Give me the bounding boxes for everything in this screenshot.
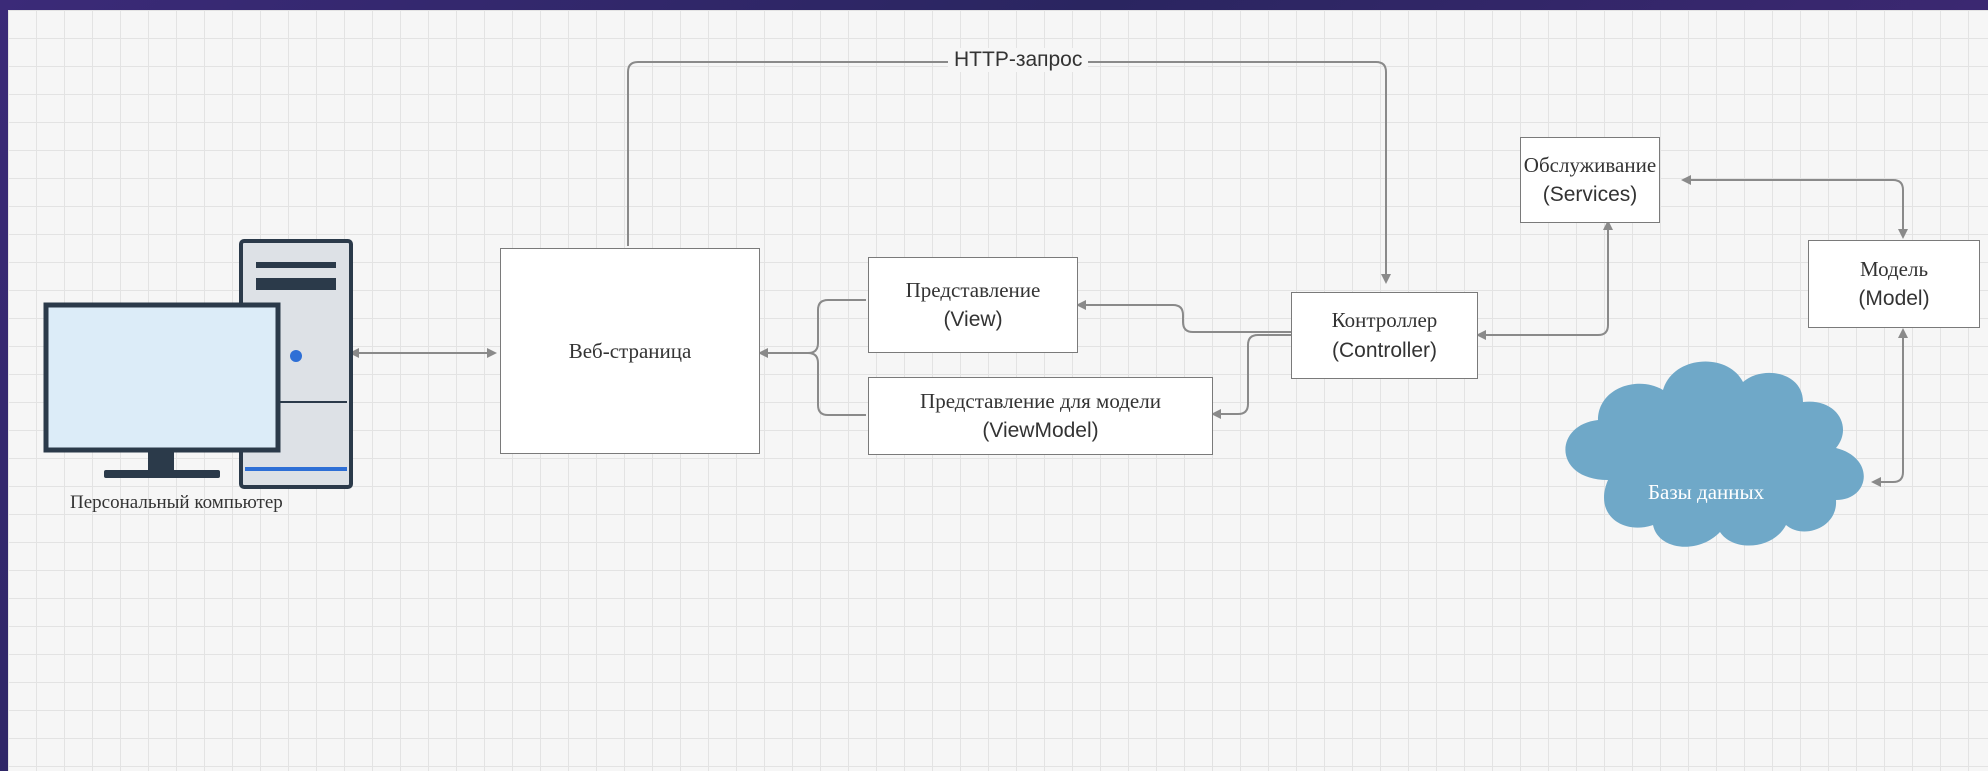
controller-box: Контроллер (Controller) xyxy=(1291,292,1478,379)
http-request-label: HTTP-запрос xyxy=(948,48,1089,72)
controller-title: Контроллер xyxy=(1331,308,1438,333)
web-page-label: Веб-страница xyxy=(568,338,692,363)
viewmodel-title: Представление для модели xyxy=(920,388,1161,413)
services-model-connector xyxy=(1681,175,1908,239)
computer-monitor-icon xyxy=(43,302,281,478)
model-subtitle: (Model) xyxy=(1858,287,1930,310)
services-box: Обслуживание (Services) xyxy=(1520,137,1660,223)
services-title: Обслуживание xyxy=(1523,152,1657,177)
database-label: Базы данных xyxy=(1648,480,1765,504)
personal-computer-label: Персональный компьютер xyxy=(70,492,283,513)
viewmodel-box: Представление для модели (ViewModel) xyxy=(868,377,1213,455)
model-database-connector xyxy=(1871,328,1908,487)
controller-subtitle: (Controller) xyxy=(1331,338,1438,362)
model-title: Модель xyxy=(1859,256,1929,281)
view-title: Представление xyxy=(905,277,1041,302)
view-box: Представление (View) xyxy=(868,257,1078,353)
model-box: Модель (Model) xyxy=(1808,240,1980,328)
viewmodel-subtitle: (ViewModel) xyxy=(982,419,1099,442)
connectors-layer xyxy=(43,61,1908,547)
view-subtitle: (View) xyxy=(943,308,1003,331)
controller-services-connector xyxy=(1476,220,1613,340)
controller-to-view-connector xyxy=(1076,300,1291,333)
services-subtitle: (Services) xyxy=(1542,183,1638,206)
web-page-box: Веб-страница xyxy=(500,248,760,454)
controller-to-viewmodel-connector xyxy=(1211,334,1291,419)
database-cloud-icon xyxy=(1565,361,1864,547)
view-to-webpage-connector xyxy=(807,299,866,354)
diagram-canvas: HTTP-запрос Персональный компьютер Веб-с… xyxy=(8,10,1988,771)
viewmodel-to-webpage-connector xyxy=(807,352,866,416)
